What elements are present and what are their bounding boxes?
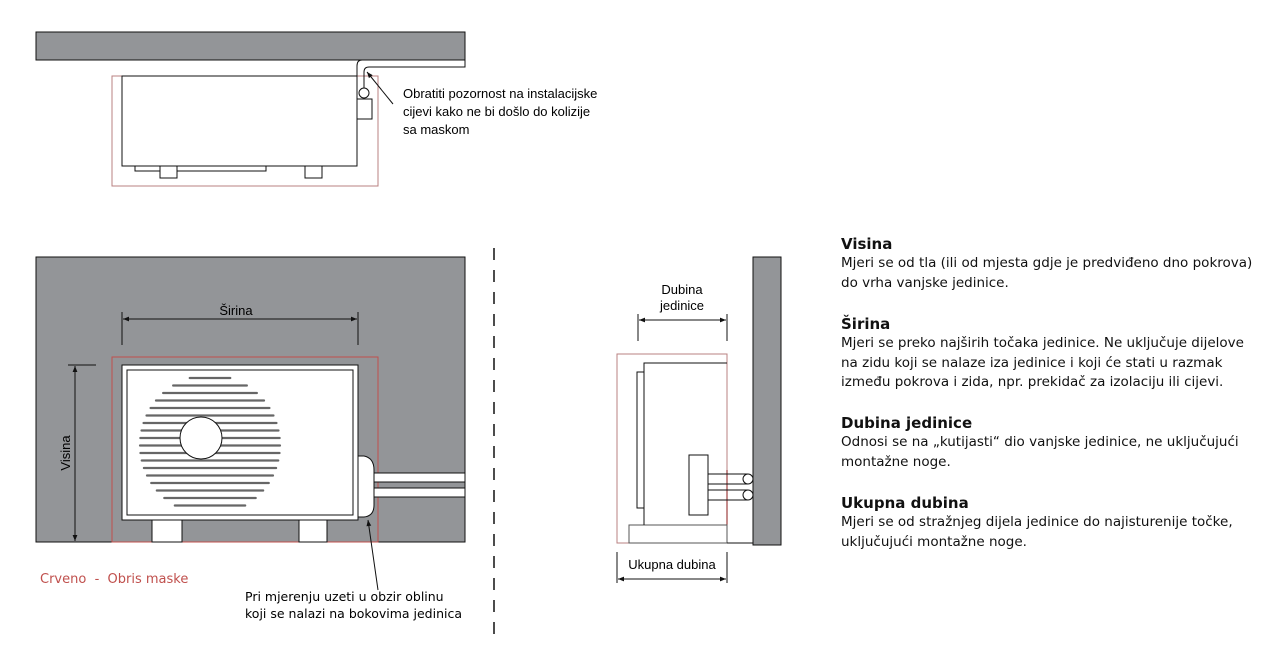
unit-front-panel bbox=[126, 369, 354, 516]
pipe-end bbox=[742, 473, 754, 485]
definition-title: Ukupna dubina bbox=[841, 494, 969, 512]
valve-box bbox=[688, 454, 709, 516]
width-label: Širina bbox=[219, 303, 253, 318]
wall bbox=[752, 256, 782, 546]
front-view: Širina Visina Crveno - Obris maske Pri m… bbox=[35, 256, 466, 621]
pipe-end bbox=[358, 87, 370, 99]
unit-foot bbox=[151, 517, 183, 543]
note-arrow bbox=[366, 71, 394, 105]
definition-height: Visina Mjeri se od tla (ili od mjesta gd… bbox=[841, 235, 1261, 293]
unit-body bbox=[121, 75, 358, 167]
front-note-line: Pri mjerenju uzeti u obzir oblinu bbox=[245, 589, 444, 604]
note-arrow bbox=[366, 519, 379, 591]
unit-base bbox=[134, 165, 267, 172]
top-note-line: sa maskom bbox=[403, 122, 469, 137]
definition-text: Mjeri se od tla (ili od mjesta gdje je p… bbox=[841, 255, 1253, 291]
definition-width: Širina Mjeri se preko najširih točaka je… bbox=[841, 315, 1261, 393]
top-note-line: Obratiti pozornost na instalacijske bbox=[403, 86, 597, 101]
top-view: Obratiti pozornost na instalacijske cije… bbox=[35, 31, 597, 187]
definition-title: Visina bbox=[841, 235, 893, 253]
mask-outline bbox=[616, 353, 728, 544]
pipe-end bbox=[742, 489, 754, 501]
unit-foot bbox=[159, 165, 178, 179]
definition-title: Širina bbox=[841, 315, 891, 333]
side-view: Dubina jedinice Ukupna dubina bbox=[616, 256, 782, 583]
top-note-line: cijevi kako ne bi došlo do kolizije bbox=[403, 104, 590, 119]
definition-title: Dubina jedinice bbox=[841, 414, 973, 432]
pipe bbox=[373, 487, 466, 498]
definition-total-depth: Ukupna dubina Mjeri se od stražnjeg dije… bbox=[841, 494, 1261, 552]
unit-foot bbox=[304, 165, 323, 179]
unit-foot bbox=[298, 517, 328, 543]
unit-base bbox=[628, 524, 728, 544]
pipe bbox=[373, 472, 466, 483]
pipe bbox=[708, 473, 748, 501]
definition-unit-depth: Dubina jedinice Odnosi se na „kutijasti“… bbox=[841, 414, 1261, 472]
height-label: Visina bbox=[58, 435, 73, 471]
definition-text: Mjeri se preko najširih točaka jedinice.… bbox=[841, 335, 1244, 390]
mask-outline bbox=[111, 356, 379, 543]
valve-box bbox=[356, 98, 373, 120]
unit-body bbox=[643, 362, 727, 525]
side-bulge bbox=[357, 455, 375, 518]
pipe bbox=[356, 59, 466, 100]
unit-depth-label: jedinice bbox=[659, 298, 704, 313]
unit-front-panel bbox=[636, 371, 645, 509]
wall bbox=[35, 31, 466, 61]
definition-text: Mjeri se od stražnjeg dijela jedinice do… bbox=[841, 514, 1233, 550]
unit-depth-label: Dubina bbox=[661, 282, 703, 297]
definition-text: Odnosi se na „kutijasti“ dio vanjske jed… bbox=[841, 434, 1239, 470]
front-note-line: koji se nalazi na bokovima jedinica bbox=[245, 606, 462, 621]
mask-legend: Crveno - Obris maske bbox=[40, 572, 188, 587]
fan-hub bbox=[179, 416, 223, 460]
total-depth-label: Ukupna dubina bbox=[628, 557, 716, 572]
